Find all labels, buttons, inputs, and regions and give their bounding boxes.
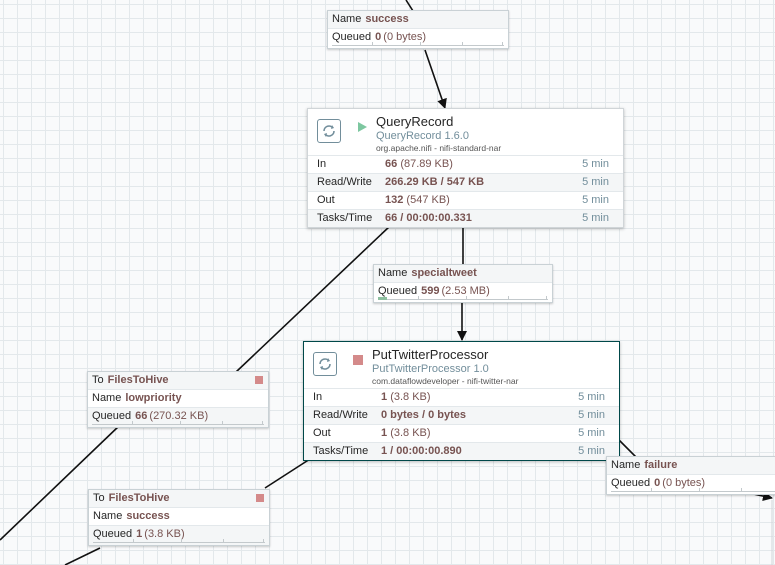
stop-icon[interactable] <box>352 354 364 366</box>
queue-scale <box>378 296 548 300</box>
stop-icon <box>255 376 263 384</box>
queued-count: 66 <box>135 410 148 422</box>
connection-name: lowpriority <box>125 392 182 404</box>
play-icon[interactable] <box>356 121 368 133</box>
processor-bundle: com.dataflowdeveloper - nifi-twitter-nar <box>372 376 519 386</box>
queue-scale <box>332 42 504 46</box>
processor-puttwitterprocessor[interactable]: PutTwitterProcessor PutTwitterProcessor … <box>303 341 620 461</box>
stat-in: In 1 (3.8 KB) 5 min <box>304 388 619 406</box>
queued-count: 0 <box>375 31 382 43</box>
queued-count: 1 <box>136 528 143 540</box>
stat-read-write: Read/Write 0 bytes / 0 bytes 5 min <box>304 406 619 424</box>
stat-out: Out 1 (3.8 KB) 5 min <box>304 424 619 442</box>
processor-icon <box>317 119 341 143</box>
processor-type: QueryRecord 1.6.0 <box>376 130 469 142</box>
processor-type: PutTwitterProcessor 1.0 <box>372 363 489 375</box>
stop-icon <box>256 494 264 502</box>
processor-icon <box>313 352 337 376</box>
processor-name: QueryRecord <box>376 114 454 129</box>
link-lowpriority[interactable] <box>0 225 391 541</box>
queue-fill-bar <box>378 297 387 300</box>
queue-scale <box>611 488 775 492</box>
stat-tasks-time: Tasks/Time 66 / 00:00:00.331 5 min <box>308 209 623 227</box>
stat-out: Out 132 (547 KB) 5 min <box>308 191 623 209</box>
link-success-bottom[interactable] <box>64 458 311 565</box>
processor-header: QueryRecord QueryRecord 1.6.0 org.apache… <box>308 109 623 155</box>
destination-name: FilesToHive <box>108 492 170 504</box>
destination-name: FilesToHive <box>107 374 169 386</box>
queue-scale <box>92 421 264 425</box>
link-specialtweet[interactable] <box>462 226 463 340</box>
queued-size: (0 bytes) <box>662 477 706 489</box>
queue-scale <box>93 539 265 543</box>
connection-name: specialtweet <box>411 267 477 279</box>
queued-size: (270.32 KB) <box>149 410 209 422</box>
queued-size: (0 bytes) <box>383 31 427 43</box>
processor-bundle: org.apache.nifi - nifi-standard-nar <box>376 143 502 153</box>
queued-count: 0 <box>654 477 661 489</box>
stat-read-write: Read/Write 266.29 KB / 547 KB 5 min <box>308 173 623 191</box>
processor-queryrecord[interactable]: QueryRecord QueryRecord 1.6.0 org.apache… <box>307 108 624 228</box>
queued-size: (2.53 MB) <box>441 285 490 297</box>
stat-tasks-time: Tasks/Time 1 / 00:00:00.890 5 min <box>304 442 619 460</box>
stat-in: In 66 (87.89 KB) 5 min <box>308 155 623 173</box>
queued-count: 599 <box>421 285 440 297</box>
processor-header: PutTwitterProcessor PutTwitterProcessor … <box>304 342 619 388</box>
connection-name: success <box>126 510 170 522</box>
processor-name: PutTwitterProcessor <box>372 347 489 362</box>
queued-size: (3.8 KB) <box>144 528 185 540</box>
connection-name: failure <box>644 459 678 471</box>
connection-name: success <box>365 13 409 25</box>
